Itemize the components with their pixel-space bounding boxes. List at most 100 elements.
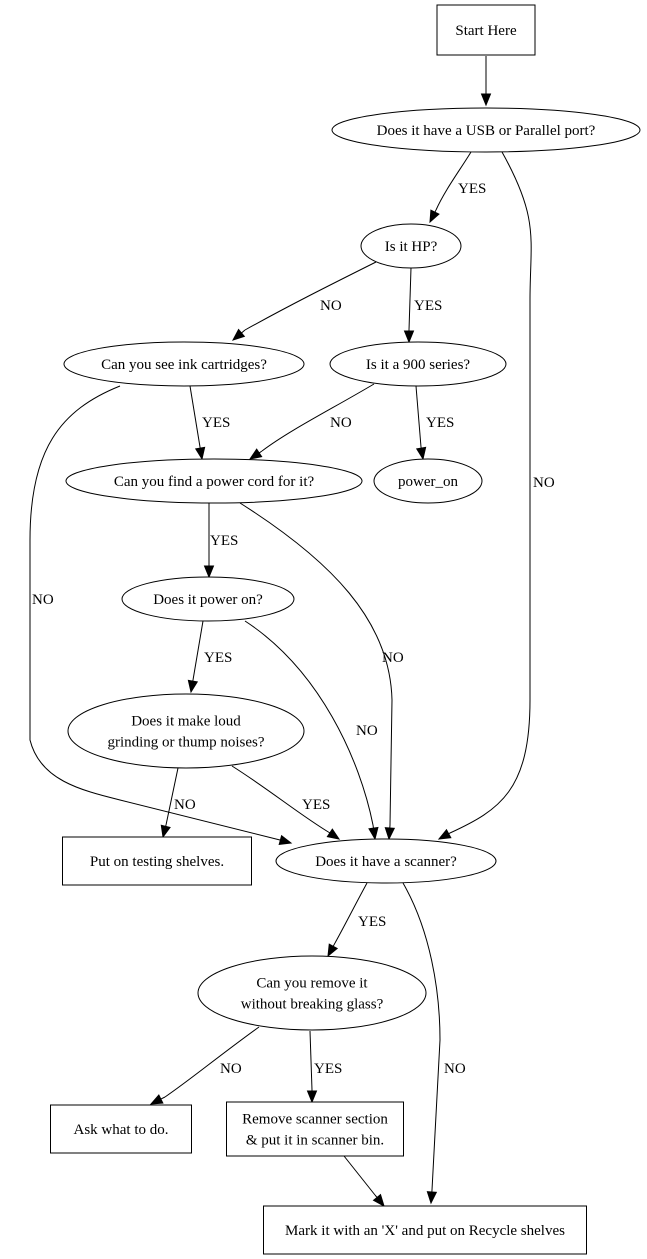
edge-line [29,385,281,841]
node-label: Does it power on? [153,592,263,608]
arrowhead-icon [368,826,379,841]
node-label: power_on [398,474,458,490]
ellipse-shape [67,693,305,769]
edge-label: NO [533,475,555,491]
edge-bin-to-recycle [343,1155,385,1208]
edge-line-end [160,1096,166,1100]
edge-label: NO [356,723,378,739]
box-shape [62,836,252,886]
arrowhead-icon [278,834,293,846]
arrowhead-icon [160,824,171,839]
edge-label: YES [202,415,230,431]
edges-layer: YES NO NO YES YES NO NO YES YES NO YES NO NO YES YES NO… [29,56,555,1208]
box-shape [263,1205,587,1255]
edge-line [244,261,377,331]
node-usb: Does it have a USB or Parallel port? [331,107,641,153]
node-label: without breaking glass? [241,997,384,1013]
ellipse-shape [360,223,462,269]
edge-line [415,385,422,448]
edge-line [449,151,532,834]
arrowhead-icon [326,828,341,840]
edge-line [164,1026,260,1098]
arrowhead-icon [415,446,427,461]
node-cord: Can you find a power cord for it? [65,458,363,504]
edge-line-end [258,450,263,454]
edge-usb-to-scanner: NO [437,151,555,840]
edge-label: NO [174,797,196,813]
node-label: Put on testing shelves. [90,854,224,870]
edge-label: YES [204,650,232,666]
ellipse-shape [121,576,295,622]
node-power: Does it power on? [121,576,295,622]
edge-hp-to-s900: YES [403,267,442,344]
node-label: & put it in scanner bin. [246,1133,384,1149]
node-label: Does it make loud [131,714,241,730]
edge-label: NO [220,1061,242,1077]
edge-line [309,1030,313,1091]
edge-s900-to-cord: NO [248,383,375,460]
node-label: Start Here [455,23,517,39]
box-shape [226,1101,404,1157]
edge-label: NO [382,650,404,666]
node-label: grinding or thump noises? [107,735,264,751]
node-start: Start Here [436,4,536,56]
edge-s900-to-poweron_node: YES [415,385,454,461]
edge-noise-to-testing: NO [160,767,196,839]
node-label: Mark it with an 'X' and put on Recycle s… [285,1223,565,1239]
edge-line [192,620,204,681]
arrowhead-icon [426,1191,438,1205]
edge-label: YES [358,914,386,930]
edge-cord-to-power: YES [203,503,238,579]
node-label: Can you find a power cord for it? [114,474,315,490]
edge-line [189,385,201,448]
edge-line [261,383,375,452]
node-label: Can you see ink cartridges? [101,357,267,373]
edge-hp-to-ink: NO [231,261,377,341]
arrowhead-icon [306,1090,318,1104]
ellipse-shape [63,341,305,387]
edge-line-end [332,942,336,947]
node-label: Is it a 900 series? [366,357,470,373]
box-shape [50,1104,192,1154]
edge-line [239,502,393,826]
edge-label: YES [458,181,486,197]
arrowhead-icon [327,943,339,958]
edge-scanner-to-recycle: NO [402,882,466,1205]
node-scanner: Does it have a scanner? [275,838,497,884]
node-bin: Remove scanner section & put it in scanne… [226,1101,404,1157]
edge-label: YES [302,797,330,813]
node-label: Ask what to do. [74,1122,169,1138]
edge-label: YES [210,533,238,549]
edge-line-end [241,329,246,334]
node-ask: Ask what to do. [50,1104,192,1154]
node-label: Does it have a scanner? [315,854,457,870]
node-testing: Put on testing shelves. [62,836,252,886]
edge-label: NO [330,415,352,431]
edge-remove-to-bin: YES [306,1030,342,1104]
arrowhead-icon [372,1193,385,1208]
ellipse-shape [197,955,427,1031]
edge-label: YES [314,1061,342,1077]
arrowhead-icon [384,827,396,841]
node-ink: Can you see ink cartridges? [63,341,305,387]
edge-scanner-to-remove: YES [327,882,386,958]
box-shape [436,4,536,56]
arrowhead-icon [187,679,199,694]
edge-line [402,882,441,1191]
node-s900: Is it a 900 series? [329,341,507,387]
edge-label: NO [444,1061,466,1077]
edge-power-to-noise: YES [187,620,232,694]
edge-ink-to-scanner: NO [29,385,293,846]
arrowhead-icon [194,446,206,461]
ellipse-shape [275,838,497,884]
node-label: Is it HP? [385,239,438,255]
node-recycle: Mark it with an 'X' and put on Recycle s… [263,1205,587,1255]
node-label: Remove scanner section [242,1112,388,1128]
ellipse-shape [331,107,641,153]
ellipse-shape [373,458,483,504]
ellipse-shape [65,458,363,504]
arrowhead-icon [403,330,415,344]
node-label: Can you remove it [256,976,368,992]
arrowhead-icon [248,448,263,460]
